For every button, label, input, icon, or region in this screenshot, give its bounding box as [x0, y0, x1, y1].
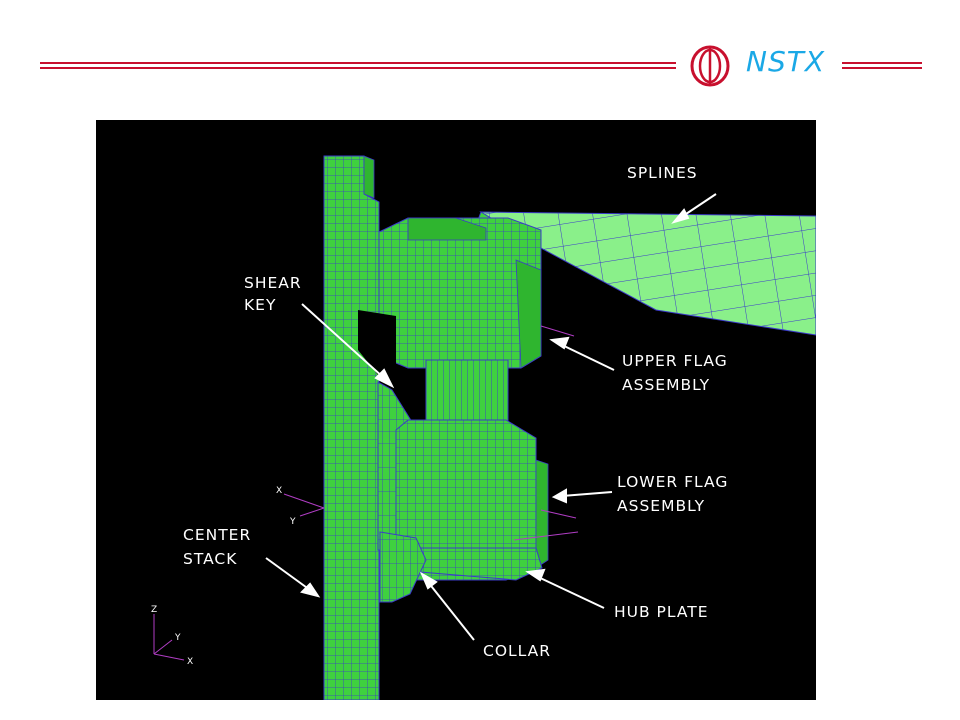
label-center-stack-line1: CENTER: [183, 526, 251, 544]
label-upper-flag-line2: ASSEMBLY: [622, 376, 710, 394]
lower-flag-mesh: [395, 419, 549, 581]
label-shear-key-line1: SHEAR: [244, 274, 302, 292]
axis-b-y-label: Y: [174, 633, 181, 643]
header-rule-right-top: [842, 62, 922, 64]
axis-b-x-label: X: [187, 657, 193, 667]
axis-b-z-label: Z: [151, 605, 157, 615]
nstx-emblem-icon: [690, 45, 730, 87]
label-splines: SPLINES: [627, 164, 698, 182]
upper-flag-mesh: [378, 217, 542, 369]
center-stack-mesh: [323, 155, 380, 700]
construction-lines: [513, 325, 579, 541]
label-hub-plate: HUB PLATE: [614, 603, 709, 621]
header-rule-left-bottom: [40, 67, 676, 69]
axis-triad-b: Z Y X: [151, 605, 193, 667]
axis-a-x-label: X: [276, 486, 282, 496]
label-center-stack-line2: STACK: [183, 550, 237, 568]
axis-a-y-label: Y: [289, 517, 296, 527]
header-rule-right-bottom: [842, 67, 922, 69]
fea-mesh-figure: X Y Z Y X SPLINES SHEAR KEY UPPER FLAG A…: [96, 120, 816, 700]
axis-triad-a: X Y: [276, 486, 325, 527]
logo-text: NSTX: [746, 45, 826, 78]
label-upper-flag-line1: UPPER FLAG: [622, 352, 728, 370]
label-shear-key-line2: KEY: [244, 296, 276, 314]
callout-arrows: [265, 193, 717, 641]
header-rule-left-top: [40, 62, 676, 64]
collar-mesh: [379, 531, 427, 603]
nstx-logo: NSTX: [686, 42, 836, 92]
label-collar: COLLAR: [483, 642, 551, 660]
label-lower-flag-line2: ASSEMBLY: [617, 497, 705, 515]
label-lower-flag-line1: LOWER FLAG: [617, 473, 728, 491]
fea-mesh-drawing: X Y Z Y X SPLINES SHEAR KEY UPPER FLAG A…: [151, 155, 816, 700]
